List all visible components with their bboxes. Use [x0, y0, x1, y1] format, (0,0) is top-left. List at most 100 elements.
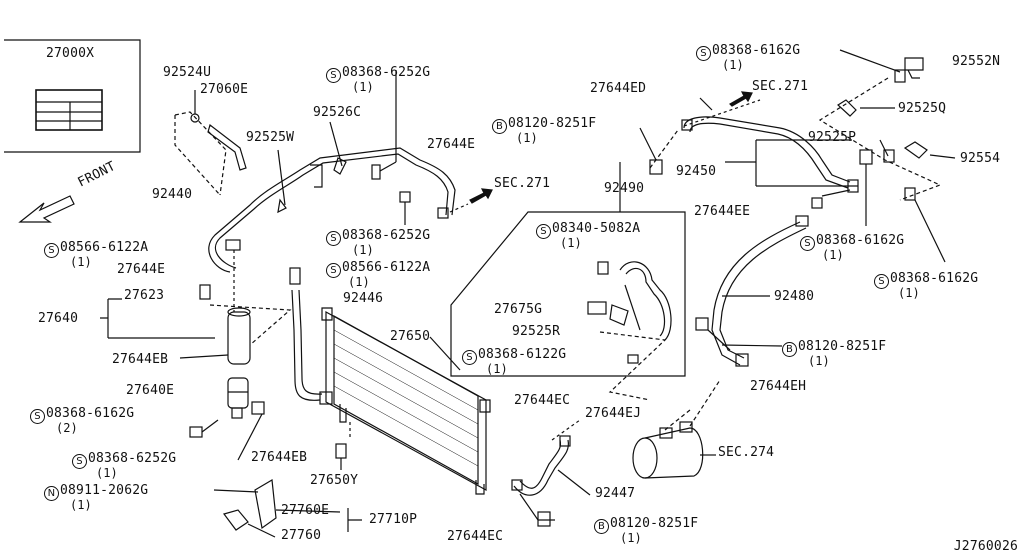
fastener-qty: (1) [620, 531, 642, 545]
s-symbol-icon: S [326, 231, 341, 246]
label-92440: 92440 [152, 187, 193, 202]
fastener-number: 08368-6122G [478, 347, 567, 362]
fastener-number: 08368-6252G [88, 451, 177, 466]
pipe-92440 [208, 147, 456, 273]
fastener-qty: (1) [808, 354, 830, 368]
label-92526c: 92526C [313, 105, 362, 120]
fastener-number: 08368-6162G [712, 43, 801, 58]
bolt-icon [399, 191, 411, 225]
label-sec274: SEC.274 [718, 445, 775, 460]
s-symbol-icon: S [800, 236, 815, 251]
s-symbol-icon: S [30, 409, 45, 424]
receiver-drier [199, 239, 251, 365]
diagram-code: J2760026 [953, 539, 1018, 554]
compressor [632, 421, 704, 479]
fastener-number: 08911-2062G [60, 483, 149, 498]
b-symbol-icon: B [782, 342, 797, 357]
bracket-27640e [227, 377, 249, 419]
fastener-qty: (1) [560, 236, 582, 250]
bracket-27760 [222, 509, 249, 531]
fastener-qty: (1) [898, 286, 920, 300]
fastener-qty: (1) [516, 131, 538, 145]
s-symbol-icon: S [462, 350, 477, 365]
fastener-qty: (1) [348, 275, 370, 289]
pipe-92446 [291, 289, 321, 401]
s-symbol-icon: S [72, 454, 87, 469]
s-symbol-icon: S [536, 224, 551, 239]
label-27640e: 27640E [126, 383, 175, 398]
pipe-92480 [711, 221, 801, 366]
label-27644ec-bottom: 27644EC [447, 529, 504, 544]
label-27675g: 27675G [494, 302, 543, 317]
fastener-qty: (1) [352, 80, 374, 94]
clip-icon [904, 57, 924, 79]
bracket-27760e [254, 479, 277, 530]
label-27644ee: 27644EE [694, 204, 751, 219]
label-92552n: 92552N [952, 54, 1001, 69]
fastener-number: 08368-6162G [890, 271, 979, 286]
label-27060e: 27060E [200, 82, 249, 97]
fastener-number: 08368-6162G [46, 406, 135, 421]
label-box-border [4, 39, 141, 153]
fastener-number: 08368-6162G [816, 233, 905, 248]
label-27644ed: 27644ED [590, 81, 647, 96]
label-27644eb-bottom: 27644EB [251, 450, 308, 465]
label-27644eh: 27644EH [750, 379, 807, 394]
arrow-icon [469, 188, 493, 204]
label-27644eb-left: 27644EB [112, 352, 169, 367]
label-92490: 92490 [604, 181, 645, 196]
fastener-number: 08368-6252G [342, 65, 431, 80]
label-27760e: 27760E [281, 503, 330, 518]
fastener-number: 08566-6122A [342, 260, 431, 275]
label-27640: 27640 [38, 311, 79, 326]
s-symbol-icon: S [44, 243, 59, 258]
arrow-icon [729, 91, 753, 107]
label-92554: 92554 [960, 151, 1001, 166]
label-27644ec-middle: 27644EC [514, 393, 571, 408]
label-plate-icon [35, 89, 103, 131]
fastener-number: 08120-8251F [610, 516, 699, 531]
fastener-qty: (1) [486, 362, 508, 376]
fastener-number: 08566-6122A [60, 240, 149, 255]
s-symbol-icon: S [326, 68, 341, 83]
pipe-92447 [513, 439, 570, 496]
n-symbol-icon: N [44, 486, 59, 501]
label-92525p: 92525P [808, 130, 857, 145]
label-27000x: 27000X [46, 46, 95, 61]
label-92446: 92446 [343, 291, 384, 306]
label-27760: 27760 [281, 528, 322, 543]
fastener-qty: (1) [70, 255, 92, 269]
label-sec271-right: SEC.271 [752, 79, 809, 94]
fastener-qty: (1) [352, 243, 374, 257]
label-sec271-center: SEC.271 [494, 176, 551, 191]
fastener-qty: (1) [722, 58, 744, 72]
label-27650y: 27650Y [310, 473, 359, 488]
s-symbol-icon: S [874, 274, 889, 289]
label-27710p: 27710P [369, 512, 418, 527]
fastener-number: 08120-8251F [798, 339, 887, 354]
condenser [321, 307, 491, 495]
bolt-icon [371, 70, 397, 180]
label-92450: 92450 [676, 164, 717, 179]
s-symbol-icon: S [696, 46, 711, 61]
label-92480: 92480 [774, 289, 815, 304]
inset-92490 [450, 162, 686, 377]
label-92524u: 92524U [163, 65, 212, 80]
fastener-qty: (1) [96, 466, 118, 480]
label-92525w: 92525W [246, 130, 295, 145]
